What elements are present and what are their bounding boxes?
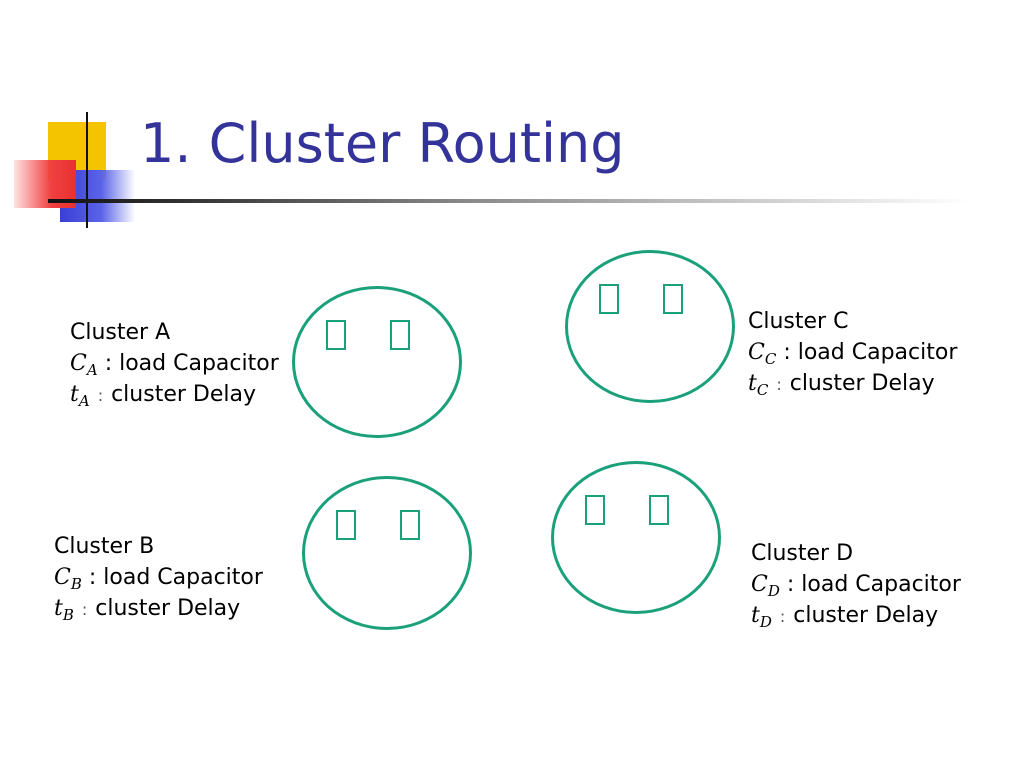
cluster-c-cell-left (599, 284, 619, 314)
cluster-b-label: Cluster B CB : load Capacitor tB: cluster… (54, 531, 263, 624)
cluster-c-delay-symbol: tC (748, 371, 769, 399)
cluster-a-name: Cluster A (70, 320, 171, 345)
cluster-a-delay-separator: : (97, 386, 104, 405)
cluster-b-cell-right (400, 510, 420, 540)
cluster-d-cell-right (649, 495, 669, 525)
cluster-d-name: Cluster D (751, 541, 854, 566)
cluster-b-circle (302, 476, 472, 630)
cluster-c-delay-text: cluster Delay (789, 371, 935, 396)
cluster-c-circle (565, 250, 735, 403)
title-underline (48, 199, 968, 203)
cluster-b-capacitor-text: : load Capacitor (88, 565, 263, 590)
cluster-a-circle (292, 286, 462, 438)
cluster-a-capacitor-line: CA : load Capacitor (70, 348, 279, 379)
cluster-a-cell-right (390, 320, 410, 350)
cluster-c-capacitor-text: : load Capacitor (783, 340, 958, 365)
cluster-a-delay-symbol: tA (70, 382, 90, 410)
cluster-c-label: Cluster C CC : load Capacitor tC: cluster… (748, 306, 957, 399)
cluster-d-capacitor-text: : load Capacitor (786, 572, 961, 597)
cluster-b-name: Cluster B (54, 534, 155, 559)
cluster-d-capacitor-line: CD : load Capacitor (751, 569, 961, 600)
slide-title: 1. Cluster Routing (140, 112, 625, 175)
cluster-a-delay-line: tA: cluster Delay (70, 379, 279, 410)
cluster-b-delay-line: tB: cluster Delay (54, 593, 263, 624)
cluster-c-delay-line: tC: cluster Delay (748, 368, 957, 399)
cluster-b-delay-separator: : (81, 600, 88, 619)
cluster-d-capacitor-symbol: CD (751, 572, 780, 600)
cluster-c-cell-right (663, 284, 683, 314)
cluster-d-delay-line: tD: cluster Delay (751, 600, 961, 631)
cluster-c-delay-separator: : (776, 375, 782, 394)
cluster-d-label: Cluster D CD : load Capacitor tD: cluster… (751, 538, 961, 631)
cluster-d-circle (551, 461, 721, 614)
cluster-d-delay-symbol: tD (751, 603, 772, 631)
cluster-d-cell-left (585, 495, 605, 525)
cluster-c-name: Cluster C (748, 309, 849, 334)
cluster-b-cell-left (336, 510, 356, 540)
cluster-a-cell-left (326, 320, 346, 350)
cluster-a-label: Cluster A CA : load Capacitor tA: cluster… (70, 317, 279, 410)
cluster-b-capacitor-symbol: CB (54, 565, 82, 593)
cluster-c-capacitor-line: CC : load Capacitor (748, 337, 957, 368)
cluster-d-delay-separator: : (779, 607, 786, 626)
cluster-b-capacitor-line: CB : load Capacitor (54, 562, 263, 593)
cluster-a-delay-text: cluster Delay (111, 382, 256, 407)
cluster-c-capacitor-symbol: CC (748, 340, 777, 368)
title-decoration-vertical-line (86, 112, 88, 228)
cluster-a-capacitor-text: : load Capacitor (104, 351, 279, 376)
cluster-a-capacitor-symbol: CA (70, 351, 98, 379)
cluster-b-delay-symbol: tB (54, 596, 74, 624)
cluster-b-delay-text: cluster Delay (95, 596, 241, 621)
cluster-d-delay-text: cluster Delay (793, 603, 939, 628)
